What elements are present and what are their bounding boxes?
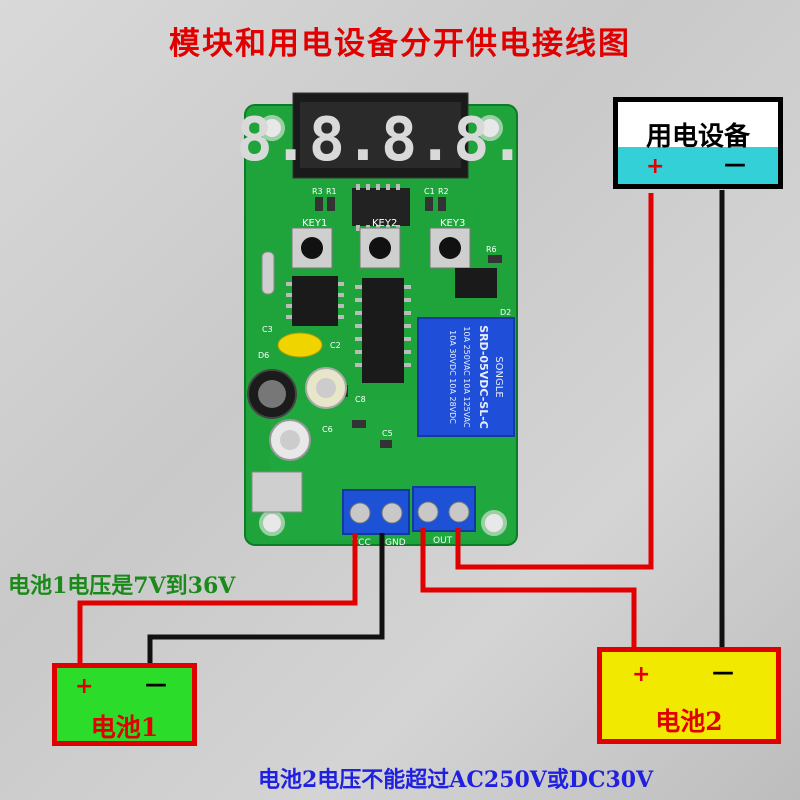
terminal-label-gnd: GND <box>385 538 406 548</box>
battery2-voltage-note: 电池2电压不能超过AC250V或DC30V <box>258 767 654 793</box>
electrolytic-capacitor <box>305 367 347 409</box>
diagram-title: 模块和用电设备分开供电接线图 <box>169 26 631 62</box>
seven-segment-display: 8.8.8.8. <box>237 92 526 179</box>
terminal-label-vcc: VCC <box>352 538 371 548</box>
mount-hole <box>481 510 507 536</box>
key3-label: KEY3 <box>440 218 465 229</box>
mount-hole <box>259 510 285 536</box>
silk-label: R3 <box>312 187 323 196</box>
device-box: 用电设备 + — <box>613 97 783 189</box>
relay-rating: 10A 30VDC 10A 28VDC <box>448 330 457 424</box>
crystal <box>261 251 275 295</box>
button-key2 <box>359 227 401 269</box>
relay-rating: 10A 250VAC 10A 125VAC <box>462 326 471 428</box>
battery2-box: + — 电池2 <box>597 647 781 744</box>
silk-label: C8 <box>355 395 366 404</box>
key1-label: KEY1 <box>302 218 327 229</box>
battery1-voltage-note: 电池1电压是7V到36V <box>8 573 236 599</box>
device-plus-sign: + <box>646 154 665 179</box>
ic-chip <box>352 188 410 226</box>
terminal-block-output <box>412 486 476 532</box>
button-key1 <box>291 227 333 269</box>
battery2-label: 电池2 <box>655 707 723 736</box>
dip-ic <box>355 278 411 383</box>
silk-label: D6 <box>258 351 269 360</box>
electrolytic-capacitor <box>247 369 297 419</box>
device-label: 用电设备 <box>645 122 750 152</box>
silk-label: C1 <box>424 187 435 196</box>
voltage-regulator <box>251 471 303 513</box>
button-key3 <box>429 227 471 269</box>
display-digits: 8.8.8.8. <box>237 105 526 175</box>
key2-label: KEY2 <box>372 218 397 229</box>
battery1-label: 电池1 <box>90 713 159 742</box>
silk-label: R2 <box>438 187 449 196</box>
relay-model: SRD-05VDC-SL-C <box>477 325 490 429</box>
silk-label: C2 <box>330 341 341 350</box>
pcb-board: 8.8.8.8. KEY1 <box>237 92 526 548</box>
mount-hole <box>477 115 503 141</box>
relay-brand: SONGLE <box>493 356 504 397</box>
battery1-box: + — 电池1 <box>52 663 197 746</box>
ceramic-capacitor <box>277 332 323 358</box>
wire-battery1-negative <box>147 533 385 668</box>
silk-label: D2 <box>500 308 511 317</box>
battery1-plus-sign: + <box>75 674 94 699</box>
battery2-minus-sign: — <box>712 660 734 685</box>
silk-label: C3 <box>262 325 273 334</box>
terminal-label-out: OUT <box>433 536 453 546</box>
ic-chip-small <box>455 268 497 298</box>
wire-battery1-positive <box>77 533 358 668</box>
terminal-block-power <box>342 489 410 535</box>
battery1-minus-sign: — <box>145 672 167 697</box>
mount-hole <box>259 115 285 141</box>
device-minus-sign: — <box>724 152 746 177</box>
battery2-plus-sign: + <box>632 662 651 687</box>
electrolytic-capacitor <box>269 419 311 461</box>
silk-label: R6 <box>486 245 497 254</box>
relay: SONGLE SRD-05VDC-SL-C 10A 250VAC 10A 125… <box>417 317 515 437</box>
wire-battery2-positive <box>420 528 637 650</box>
wire-device-positive <box>455 193 654 570</box>
silk-label: C6 <box>322 425 333 434</box>
ic-chip-small <box>286 276 344 326</box>
silk-label: R1 <box>326 187 337 196</box>
silk-label: C5 <box>382 429 393 438</box>
